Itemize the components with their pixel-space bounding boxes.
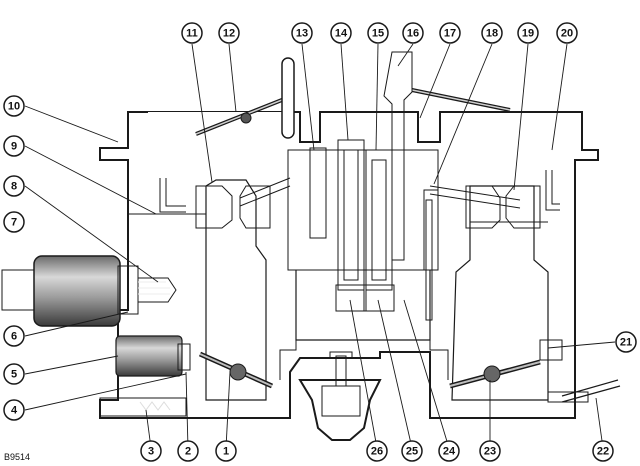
callout-label: 6 bbox=[11, 331, 17, 343]
callout-label: 9 bbox=[11, 141, 17, 153]
callout-6: 6 bbox=[3, 325, 25, 347]
callout-10: 10 bbox=[3, 95, 25, 117]
callout-label: 1 bbox=[223, 446, 229, 458]
jet-assembly bbox=[309, 139, 439, 321]
callout-circle bbox=[366, 440, 388, 462]
callout-label: 20 bbox=[561, 28, 573, 40]
callout-circle bbox=[402, 22, 424, 44]
callout-circle bbox=[401, 440, 423, 462]
callout-label: 17 bbox=[444, 28, 456, 40]
callout-9: 9 bbox=[3, 135, 25, 157]
callout-7: 7 bbox=[3, 211, 25, 233]
callout-15: 15 bbox=[367, 22, 389, 44]
callout-circle bbox=[438, 440, 460, 462]
callout-label: 13 bbox=[296, 28, 308, 40]
callout-circle bbox=[3, 211, 25, 233]
callout-2: 2 bbox=[177, 440, 199, 462]
callout-circle bbox=[140, 440, 162, 462]
callout-13: 13 bbox=[291, 22, 313, 44]
callout-label: 2 bbox=[185, 446, 191, 458]
callout-circle bbox=[330, 22, 352, 44]
fuel-passages bbox=[128, 170, 560, 380]
callout-19: 19 bbox=[517, 22, 539, 44]
right-venturi bbox=[465, 185, 541, 229]
throttle-plates bbox=[198, 351, 541, 389]
callout-4: 4 bbox=[3, 399, 25, 421]
figure-reference: B9514 bbox=[4, 452, 30, 462]
callout-5: 5 bbox=[3, 363, 25, 385]
leader-lines bbox=[24, 43, 616, 449]
callout-label: 5 bbox=[11, 369, 17, 381]
callout-25: 25 bbox=[401, 440, 423, 462]
callout-17: 17 bbox=[439, 22, 461, 44]
bottom-valve bbox=[298, 351, 382, 441]
callout-label: 14 bbox=[335, 28, 348, 40]
accelerator-pump-parts bbox=[99, 335, 191, 417]
cutoff-solenoid bbox=[1, 255, 177, 327]
callout-label: 24 bbox=[443, 446, 456, 458]
callout-circle bbox=[218, 22, 240, 44]
callout-label: 3 bbox=[148, 446, 154, 458]
callout-label: 12 bbox=[223, 28, 235, 40]
float-chamber bbox=[295, 261, 431, 341]
callout-circle bbox=[3, 135, 25, 157]
callout-circle bbox=[439, 22, 461, 44]
callout-1: 1 bbox=[215, 440, 237, 462]
callout-circle bbox=[3, 95, 25, 117]
idle-screw bbox=[539, 339, 621, 403]
choke-flaps bbox=[195, 51, 511, 261]
callout-14: 14 bbox=[330, 22, 352, 44]
callout-26: 26 bbox=[366, 440, 388, 462]
callout-label: 22 bbox=[597, 446, 609, 458]
callout-label: 4 bbox=[11, 405, 18, 417]
callout-label: 16 bbox=[407, 28, 419, 40]
callout-20: 20 bbox=[556, 22, 578, 44]
callout-circle bbox=[367, 22, 389, 44]
callout-label: 26 bbox=[371, 446, 383, 458]
callout-22: 22 bbox=[592, 440, 614, 462]
callout-circle bbox=[592, 440, 614, 462]
callout-circle bbox=[479, 440, 501, 462]
callout-circle bbox=[3, 325, 25, 347]
callout-circle bbox=[181, 22, 203, 44]
callout-label: 11 bbox=[186, 28, 198, 40]
callout-label: 23 bbox=[484, 446, 496, 458]
callout-label: 18 bbox=[486, 28, 498, 40]
callout-12: 12 bbox=[218, 22, 240, 44]
callout-circle bbox=[3, 363, 25, 385]
callout-21: 21 bbox=[615, 331, 637, 353]
callout-3: 3 bbox=[140, 440, 162, 462]
callout-label: 25 bbox=[406, 446, 418, 458]
callout-circle bbox=[517, 22, 539, 44]
callout-16: 16 bbox=[402, 22, 424, 44]
callout-label: 19 bbox=[522, 28, 534, 40]
callout-circle bbox=[215, 440, 237, 462]
callout-24: 24 bbox=[438, 440, 460, 462]
callout-23: 23 bbox=[479, 440, 501, 462]
callout-circle bbox=[3, 175, 25, 197]
callout-label: 21 bbox=[620, 337, 632, 349]
callout-circle bbox=[177, 440, 199, 462]
callout-8: 8 bbox=[3, 175, 25, 197]
callout-circle bbox=[615, 331, 637, 353]
callout-18: 18 bbox=[481, 22, 503, 44]
callout-label: 7 bbox=[11, 217, 17, 229]
callout-11: 11 bbox=[181, 22, 203, 44]
callout-circle bbox=[291, 22, 313, 44]
callout-circle bbox=[481, 22, 503, 44]
callout-label: 15 bbox=[372, 28, 384, 40]
callout-circle bbox=[556, 22, 578, 44]
callout-label: 8 bbox=[11, 181, 17, 193]
callout-circle bbox=[3, 399, 25, 421]
callout-label: 10 bbox=[8, 101, 20, 113]
